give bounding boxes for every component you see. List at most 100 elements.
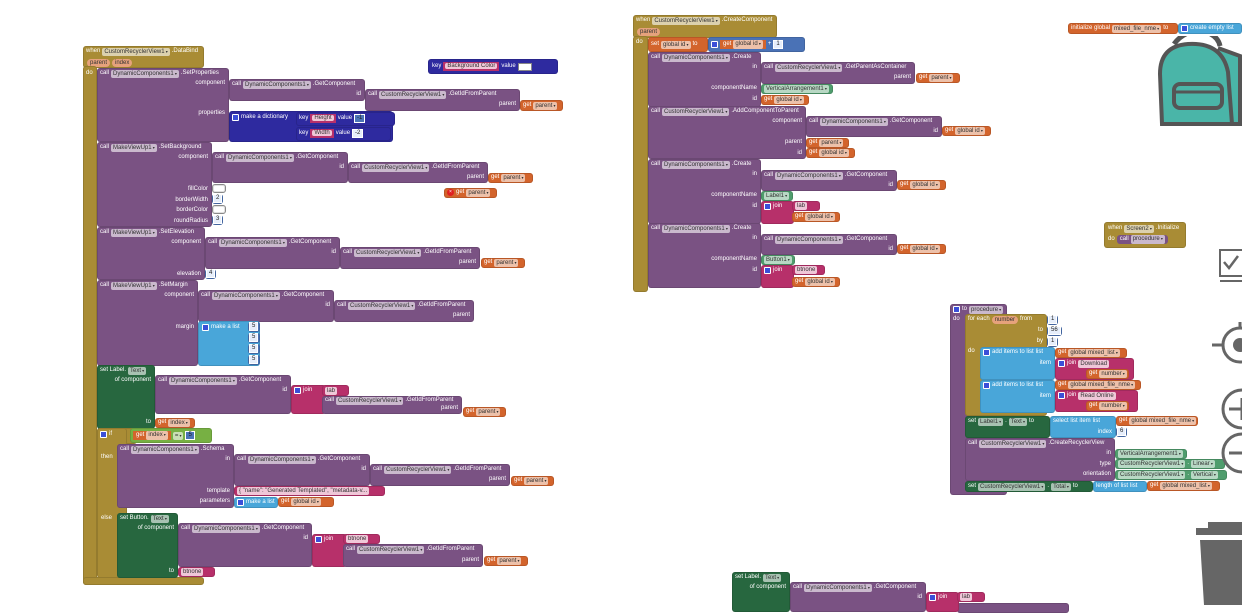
dropdown-field[interactable]: DynamicComponents1 (804, 583, 872, 592)
dropdown-field[interactable]: Label1 (978, 417, 1004, 426)
text-lab-block[interactable]: lab (957, 592, 985, 602)
dropdown-field[interactable]: number (1099, 369, 1127, 378)
dropdown-field[interactable]: global id (733, 40, 763, 49)
component-dropdown[interactable]: CustomRecyclerView1 (354, 248, 422, 257)
dropdown-field[interactable]: procedure (1130, 235, 1165, 244)
gear-icon[interactable] (711, 41, 718, 48)
gear-icon[interactable] (100, 431, 107, 438)
block-label[interactable]: 1 (773, 40, 783, 49)
join-block[interactable]: join (312, 534, 347, 567)
param-index[interactable]: index (112, 58, 133, 67)
margin-number[interactable]: 5 (248, 355, 260, 365)
dropdown-field[interactable]: CustomRecyclerView1 (662, 107, 730, 116)
dropdown-field[interactable]: global id (805, 212, 835, 221)
dropdown-field[interactable]: CustomRecyclerView1 (1118, 470, 1186, 479)
dropdown-field[interactable]: global id (955, 126, 985, 135)
dropdown-field[interactable]: DynamicComponents1 (820, 117, 888, 126)
backpack-icon[interactable] (1156, 36, 1242, 128)
dropdown-field[interactable]: DynamicComponents1 (775, 171, 843, 180)
gear-icon[interactable] (315, 536, 322, 543)
variable-dropdown[interactable]: parent (533, 101, 558, 110)
component-dropdown[interactable]: MakeViewUp1 (111, 228, 157, 237)
dropdown-field[interactable]: VerticalArrangement1 (764, 84, 829, 93)
error-icon[interactable]: × (447, 189, 454, 196)
getidfromparent-block[interactable]: callCustomRecyclerView1.GetIdFromParent … (343, 544, 483, 567)
dropdown-field[interactable]: global id (805, 277, 835, 286)
block-label[interactable]: number (991, 315, 1019, 324)
variable-dropdown[interactable]: parent (494, 258, 519, 267)
dropdown-field[interactable]: Vertical (1191, 470, 1218, 479)
component-dropdown[interactable]: DynamicComponents1 (219, 238, 287, 247)
dropdown-field[interactable]: DynamicComponents1 (662, 224, 730, 233)
template-text-block[interactable]: { "name": "Generated Templated", "metada… (234, 486, 385, 496)
dropdown-field[interactable]: global id (661, 40, 691, 49)
to-number[interactable]: 56 (1047, 326, 1062, 336)
join-block[interactable]: join (761, 265, 794, 288)
dropdown-field[interactable]: global mixed_file_nme (1129, 416, 1197, 425)
dropdown-field[interactable]: VerticalArrangement1 (1118, 449, 1183, 458)
make-list-block[interactable]: make a list (234, 497, 278, 508)
gear-icon[interactable] (983, 349, 990, 356)
component-label1[interactable]: Label1 (761, 191, 793, 201)
block-label[interactable]: Download (1078, 359, 1110, 368)
component-verticalarrangement1[interactable]: VerticalArrangement1 (1115, 449, 1187, 459)
getidfromparent-block[interactable]: callCustomRecyclerView1.GetIdFromParent … (365, 89, 520, 111)
dropdown-field[interactable]: global mixed_list (1160, 481, 1212, 490)
block-label[interactable]: btnone (795, 265, 818, 274)
variable-dropdown[interactable]: parent (466, 188, 491, 197)
elevation-number[interactable]: 4 (205, 269, 216, 279)
block-label[interactable]: btnone (346, 534, 369, 543)
component-dropdown[interactable]: DynamicComponents1 (111, 69, 179, 78)
dropdown-field[interactable]: Linear (1191, 459, 1215, 468)
dropdown-field[interactable]: global id (774, 95, 804, 104)
component-dropdown[interactable]: CustomRecyclerView1 (102, 47, 170, 56)
component-dropdown[interactable]: MakeViewUp1 (111, 281, 157, 290)
dropdown-field[interactable]: global mixed_file_nme (1068, 380, 1136, 389)
zoom-in-icon[interactable] (1212, 386, 1242, 432)
dropdown-field[interactable]: global id (819, 148, 849, 157)
color-swatch[interactable] (517, 62, 532, 71)
dropdown-field[interactable]: Text (763, 573, 782, 582)
dropdown-field[interactable]: CustomRecyclerView1 (979, 439, 1047, 448)
recenter-icon[interactable] (1212, 322, 1242, 368)
dropdown-field[interactable]: CustomRecyclerView1 (357, 545, 425, 554)
gear-icon[interactable] (294, 387, 301, 394)
component-dropdown[interactable]: DynamicComponents1 (212, 291, 280, 300)
text-btnone-block[interactable]: btnone (792, 265, 825, 275)
param-parent[interactable]: parent (87, 58, 111, 67)
component-verticalarrangement1[interactable]: VerticalArrangement1 (761, 84, 833, 94)
dropdown-field[interactable]: CustomRecyclerView1 (1118, 459, 1186, 468)
dropdown-field[interactable]: Text (1008, 417, 1027, 426)
gear-icon[interactable] (232, 114, 239, 121)
string-field[interactable]: Height (312, 115, 334, 121)
trash-icon[interactable] (1194, 520, 1242, 607)
margin-number[interactable]: 5 (248, 322, 260, 332)
dropdown-field[interactable]: Screen2 (1124, 224, 1154, 233)
dropdown-field[interactable]: DynamicComponents1 (775, 235, 843, 244)
set-button-text-block[interactable]: set Button.Text of component to (117, 513, 178, 578)
